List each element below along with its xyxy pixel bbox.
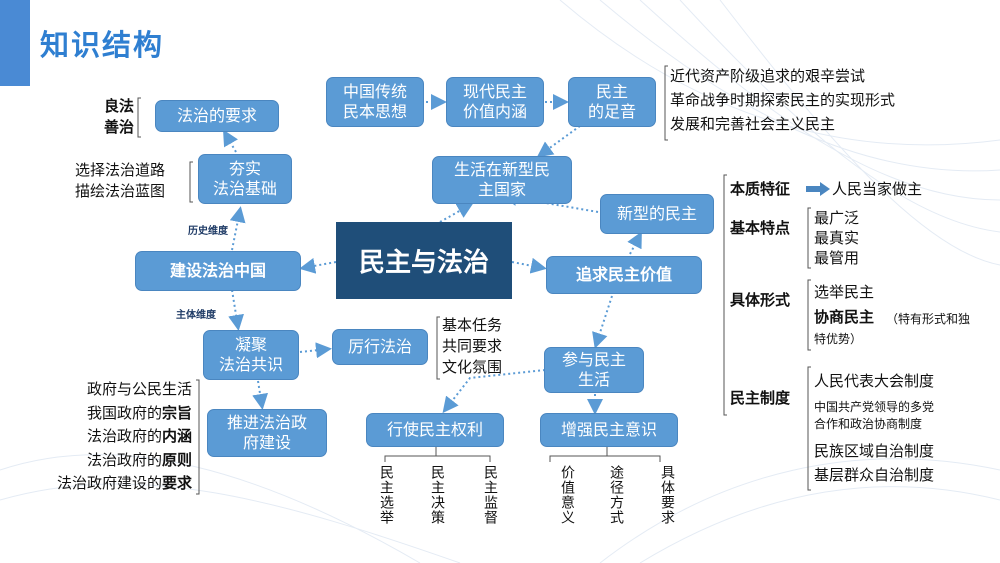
node-pursue-value: 追求民主价值 xyxy=(546,256,702,294)
form-item: 协商民主 xyxy=(814,308,875,326)
node-government: 推进法治政 府建设 xyxy=(207,409,327,457)
node-rule-requirement: 法治的要求 xyxy=(155,100,279,132)
node-enhance-awareness: 增强民主意识 xyxy=(540,413,678,447)
system-item: 基层群众自治制度 xyxy=(814,466,935,484)
system-item: 民族区域自治制度 xyxy=(814,442,935,460)
label-subject-dimension: 主体维度 xyxy=(176,310,216,321)
footsteps-item: 近代资产阶级追求的艰辛尝试 xyxy=(670,67,866,85)
node-new-country: 生活在新型民 主国家 xyxy=(432,156,572,204)
basic-item: 最管用 xyxy=(814,249,860,267)
feature-basic-label: 基本特点 xyxy=(730,219,791,237)
exercise-item: 民主选举 xyxy=(378,465,394,525)
practice-item: 基本任务 xyxy=(442,316,503,334)
practice-item: 文化氛围 xyxy=(442,358,503,376)
footsteps-item: 发展和完善社会主义民主 xyxy=(670,115,836,133)
footsteps-item: 革命战争时期探索民主的实现形式 xyxy=(670,91,896,109)
node-practice: 厉行法治 xyxy=(332,329,428,365)
government-items: 政府与公民生活 我国政府的宗旨 法治政府的内涵 法治政府的原则 法治政府建设的要… xyxy=(40,378,192,496)
requirement-items: 良法 善治 xyxy=(104,96,134,138)
foundation-item: 选择法治道路 xyxy=(75,161,166,179)
feature-essence-value: 人民当家做主 xyxy=(832,180,923,198)
government-item: 我国政府的宗旨 xyxy=(86,403,192,422)
government-item: 法治政府建设的要求 xyxy=(56,474,192,492)
form-item: 选举民主 xyxy=(814,283,875,301)
practice-items: 基本任务 共同要求 文化氛围 xyxy=(442,315,502,378)
enhance-item: 具体要求 xyxy=(659,465,675,525)
enhance-item: 途径方式 xyxy=(608,465,624,525)
foundation-item: 描绘法治蓝图 xyxy=(75,182,166,200)
node-participate: 参与民主 生活 xyxy=(544,347,644,393)
node-modern-value: 现代民主 价值内涵 xyxy=(446,77,544,127)
exercise-item: 民主决策 xyxy=(429,465,445,525)
footsteps-items: 近代资产阶级追求的艰辛尝试 革命战争时期探索民主的实现形式 发展和完善社会主义民… xyxy=(670,64,895,136)
page-title: 知识结构 xyxy=(40,28,165,62)
feature-system-label: 民主制度 xyxy=(730,389,791,407)
node-consensus: 凝聚 法治共识 xyxy=(203,330,299,380)
node-new-democracy: 新型的民主 xyxy=(600,194,714,234)
requirement-item: 良法 xyxy=(104,97,135,115)
form-note: 特优势） xyxy=(814,332,863,346)
label-history-dimension: 历史维度 xyxy=(188,226,228,237)
government-item: 法治政府的原则 xyxy=(86,450,192,469)
system-item: 人民代表大会制度 xyxy=(814,372,935,390)
center-node: 民主与法治 xyxy=(336,222,512,299)
node-build-rule-of-law: 建设法治中国 xyxy=(135,251,301,291)
feature-essence-label: 本质特征 xyxy=(730,180,791,198)
form-note: （特有形式和独 xyxy=(886,312,971,326)
feature-basic-items: 最广泛 最真实 最管用 xyxy=(814,208,859,268)
node-footsteps: 民主 的足音 xyxy=(568,77,656,127)
system-item: 中国共产党领导的多党 xyxy=(814,400,935,414)
title-accent-bar xyxy=(0,0,30,86)
basic-item: 最广泛 xyxy=(814,209,860,227)
requirement-item: 善治 xyxy=(104,118,135,136)
government-item: 政府与公民生活 xyxy=(86,380,192,398)
government-item: 法治政府的内涵 xyxy=(86,427,192,445)
enhance-item: 价值意义 xyxy=(559,465,575,525)
system-item: 合作和政治协商制度 xyxy=(814,417,923,431)
foundation-items: 选择法治道路 描绘法治蓝图 xyxy=(75,160,165,202)
exercise-item: 民主监督 xyxy=(482,465,498,525)
node-exercise-rights: 行使民主权利 xyxy=(366,413,504,447)
node-foundation: 夯实 法治基础 xyxy=(198,154,292,204)
basic-item: 最真实 xyxy=(814,229,860,247)
node-traditional-thought: 中国传统 民本思想 xyxy=(326,77,424,127)
feature-form-label: 具体形式 xyxy=(730,291,791,309)
practice-item: 共同要求 xyxy=(442,337,503,355)
